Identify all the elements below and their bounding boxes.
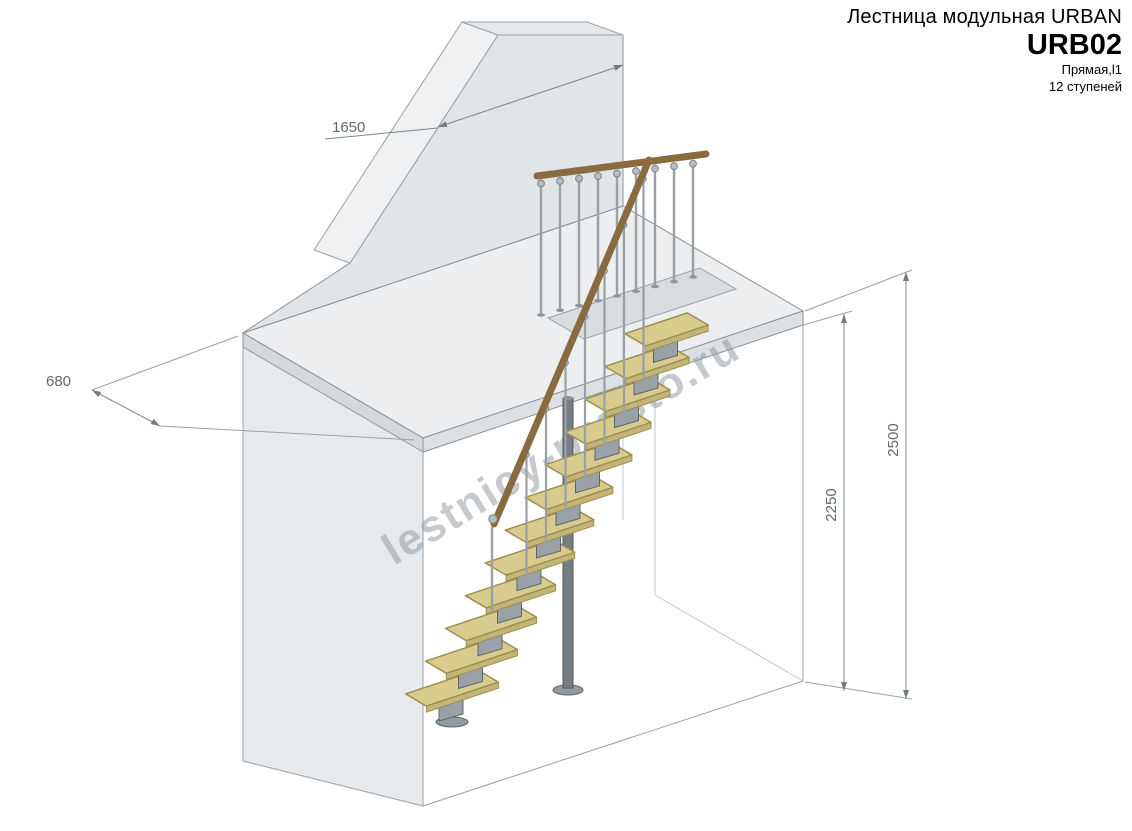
baluster-base [651, 284, 659, 289]
baluster-base [575, 303, 583, 308]
stair-steps [404, 312, 709, 722]
dim-2500-label: 2500 [885, 423, 902, 456]
baluster-sphere [651, 164, 659, 173]
baluster-sphere [632, 167, 640, 176]
dim-680-line [91, 389, 161, 427]
baluster-base [594, 299, 602, 303]
dimension-arrow [841, 682, 847, 691]
platform-handrail [533, 150, 710, 180]
platform-railing [533, 150, 710, 317]
baluster-base [632, 289, 640, 293]
dimension-arrow [903, 690, 909, 699]
dimension-arrow [92, 390, 102, 398]
title-block: Лестница модульная URBAN URB02 Прямая,l1… [847, 6, 1122, 96]
wall-top-face [461, 21, 624, 36]
drawing-type: Прямая,l1 [1061, 62, 1122, 78]
drawing-title: Лестница модульная URBAN [847, 6, 1122, 28]
baluster-base [689, 275, 697, 279]
stair-handrail [490, 156, 653, 528]
dimension-arrow [613, 65, 623, 71]
dim-2250-ext [802, 310, 853, 326]
baluster-base [670, 280, 678, 284]
dim-1650-line [437, 64, 624, 128]
upper-structure [241, 21, 805, 453]
dimensions: 1650 680 2250 2500 [46, 64, 913, 700]
baluster-sphere [537, 179, 545, 188]
dim-1650-tail [324, 127, 439, 140]
baluster-sphere [556, 177, 564, 185]
dim-2250-label: 2250 [823, 488, 840, 521]
baluster-base [556, 308, 564, 312]
stair-tread [624, 312, 709, 347]
dimension-arrow [150, 418, 160, 426]
dim-2500-ext-top [804, 269, 913, 312]
dimension-arrow [841, 314, 847, 323]
dim-680-label: 680 [46, 373, 71, 390]
baluster-sphere [689, 159, 697, 168]
dim-1650-label: 1650 [332, 119, 365, 136]
baluster-sphere [594, 172, 602, 180]
stair-railing [488, 156, 653, 612]
floor-side-edge [654, 594, 804, 682]
support-column [435, 396, 584, 728]
baluster-sphere [670, 162, 678, 171]
baluster-base [537, 313, 545, 317]
floor-front-edge [422, 680, 804, 807]
baluster-base [613, 294, 621, 298]
dim-680-ext2 [159, 425, 415, 441]
baluster-sphere [575, 174, 583, 183]
drawing-steps-count: 12 ступеней [1048, 79, 1122, 95]
handrail-end-sphere [488, 514, 498, 524]
dimension-arrow [903, 272, 909, 281]
dim-2500-ext-bottom [804, 681, 913, 700]
dimension-arrow [438, 121, 448, 127]
dim-680-ext1 [91, 335, 239, 391]
drawing-model: URB02 [1026, 29, 1122, 61]
dimension-arrows [92, 65, 909, 699]
baluster-sphere [613, 169, 621, 178]
